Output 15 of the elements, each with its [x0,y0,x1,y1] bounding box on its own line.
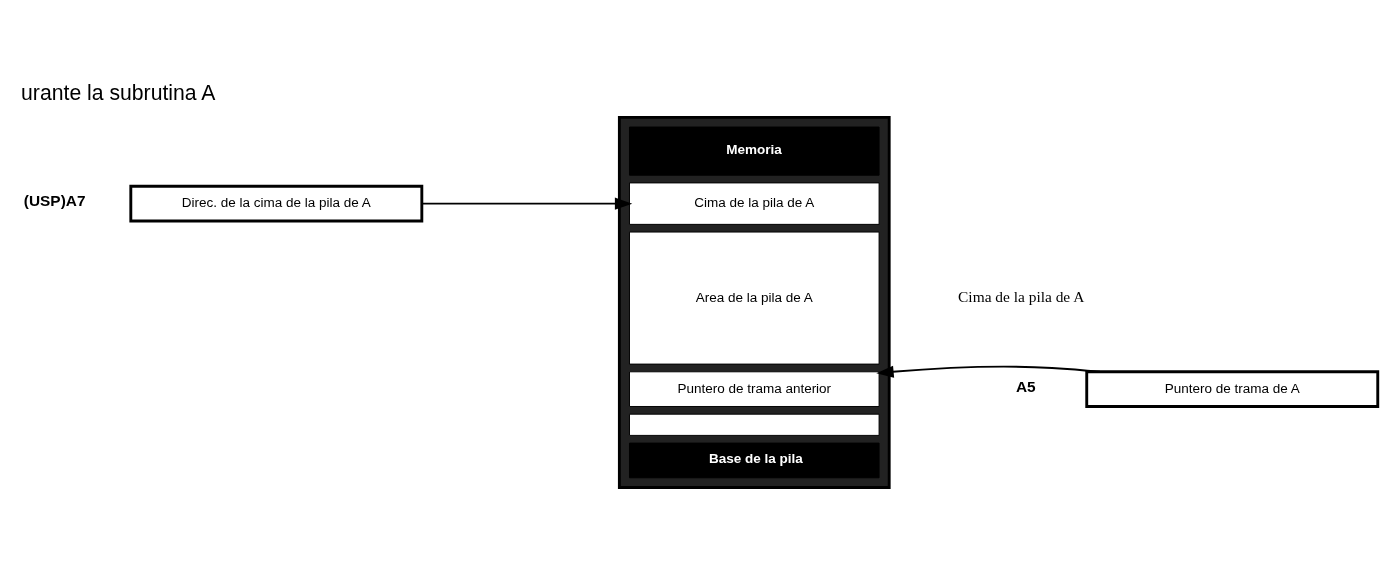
node-box [629,413,880,436]
node-box: Cima de la pila de A [629,181,880,225]
node-box: Base de la pila [629,442,880,478]
node-box: Memoria [629,126,880,176]
node-box: Area de la pila de A [629,231,880,365]
node-box: Puntero de trama de A [1085,369,1380,408]
arrow [420,197,633,210]
label: Cima de la pila de A [958,287,1085,305]
node-label: (USP)A7 [23,191,86,209]
cluster [617,115,891,489]
node-label: A5 [1015,377,1036,395]
diagram-title: urante la subrutina A [21,80,216,104]
node-box: Puntero de trama anterior [629,370,880,407]
node-box: Direc. de la cima de la pila de A [129,184,424,222]
arrow [876,365,1101,378]
